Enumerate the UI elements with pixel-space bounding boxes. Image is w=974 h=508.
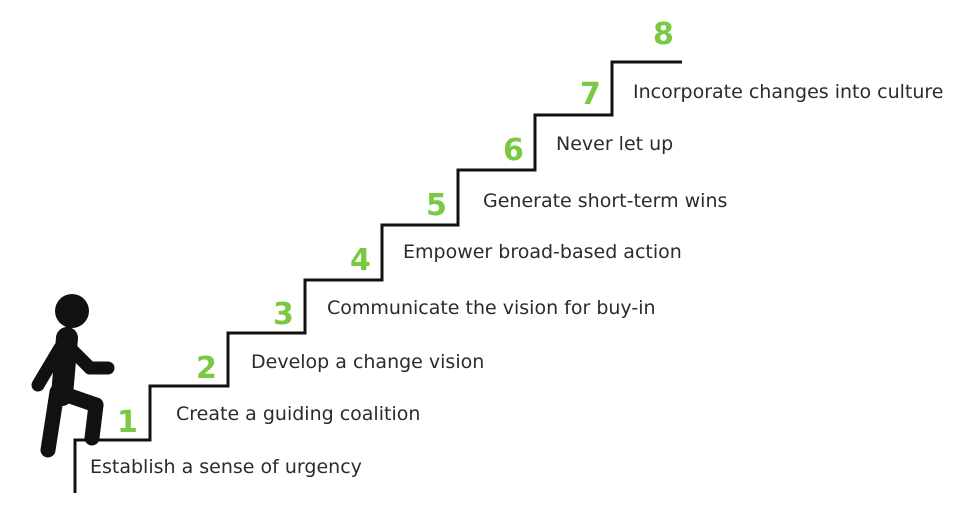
step-number-2: 2 xyxy=(196,351,217,386)
staircase-line xyxy=(73,60,682,493)
step-label-1: Establish a sense of urgency xyxy=(90,456,362,478)
step-label-5: Empower broad-based action xyxy=(403,241,682,263)
step-number-1: 1 xyxy=(117,405,138,440)
step-label-2: Create a guiding coalition xyxy=(176,403,420,425)
step-number-3: 3 xyxy=(273,297,294,332)
step-label-4: Communicate the vision for buy-in xyxy=(327,297,656,319)
step-number-8: 8 xyxy=(653,17,674,52)
step-label-7: Never let up xyxy=(556,133,673,155)
step-label-3: Develop a change vision xyxy=(251,351,484,373)
step-number-5: 5 xyxy=(426,188,447,223)
step-number-7: 7 xyxy=(580,77,601,112)
step-number-4: 4 xyxy=(350,243,371,278)
walking-person-icon xyxy=(31,294,115,458)
step-number-6: 6 xyxy=(503,133,524,168)
step-label-8: Incorporate changes into culture xyxy=(633,81,944,103)
step-label-6: Generate short-term wins xyxy=(483,190,727,212)
